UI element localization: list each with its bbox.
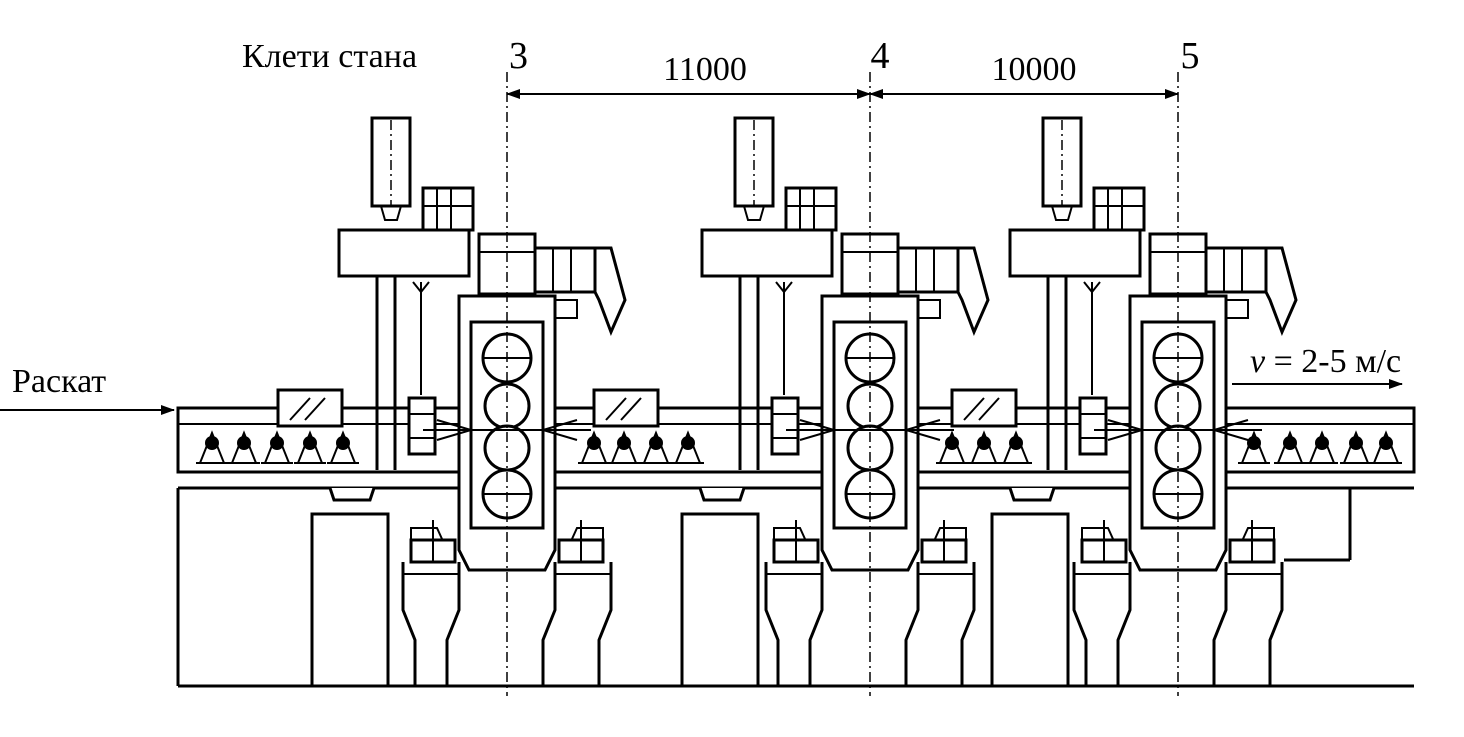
roller-drive-boxes: [276, 388, 1018, 428]
stand-axis-lines: [506, 72, 1179, 696]
speed-symbol: v: [1250, 343, 1266, 380]
dimension-label-10000: 10000: [992, 51, 1077, 88]
stand-label-4: 4: [871, 35, 890, 77]
dimension-label-11000: 11000: [663, 51, 747, 88]
stand-label-3: 3: [509, 35, 528, 77]
diagram-title: Клети стана: [242, 38, 417, 75]
base-frame: [176, 487, 1414, 688]
speed-value: = 2-5 м/с: [1265, 343, 1401, 380]
stand-label-5: 5: [1181, 35, 1200, 77]
speed-label: v = 2-5 м/с: [1250, 343, 1401, 380]
input-label: Раскат: [12, 363, 106, 400]
